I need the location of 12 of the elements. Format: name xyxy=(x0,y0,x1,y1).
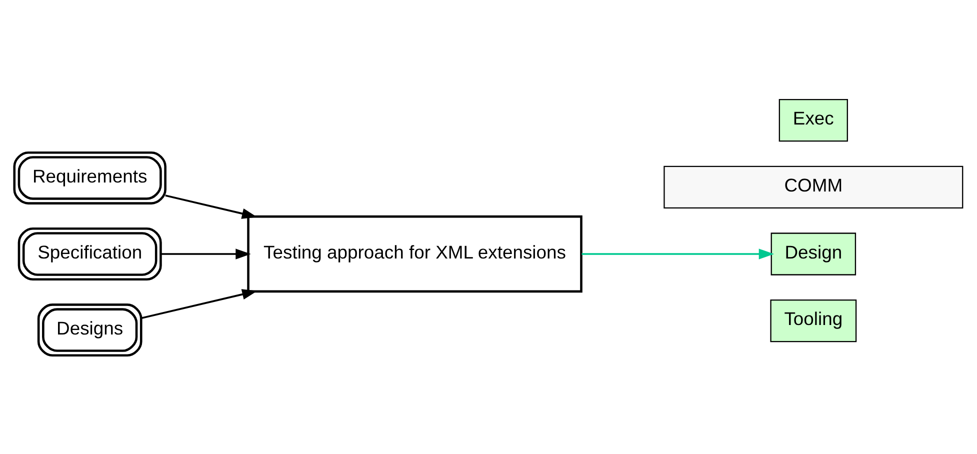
node-box: Exec xyxy=(778,98,848,142)
arrow xyxy=(141,288,258,319)
node-box: Testing approach for XML extensions xyxy=(247,214,582,292)
arrow xyxy=(161,248,251,259)
node-box: COMM xyxy=(664,165,964,208)
node-box: Designs xyxy=(37,303,142,356)
node-box: Tooling xyxy=(770,299,857,342)
arrow xyxy=(165,194,258,218)
node-box: Design xyxy=(770,232,856,275)
node-box: Specification xyxy=(18,227,162,280)
arrow xyxy=(582,248,774,259)
node-box: Requirements xyxy=(13,150,166,204)
